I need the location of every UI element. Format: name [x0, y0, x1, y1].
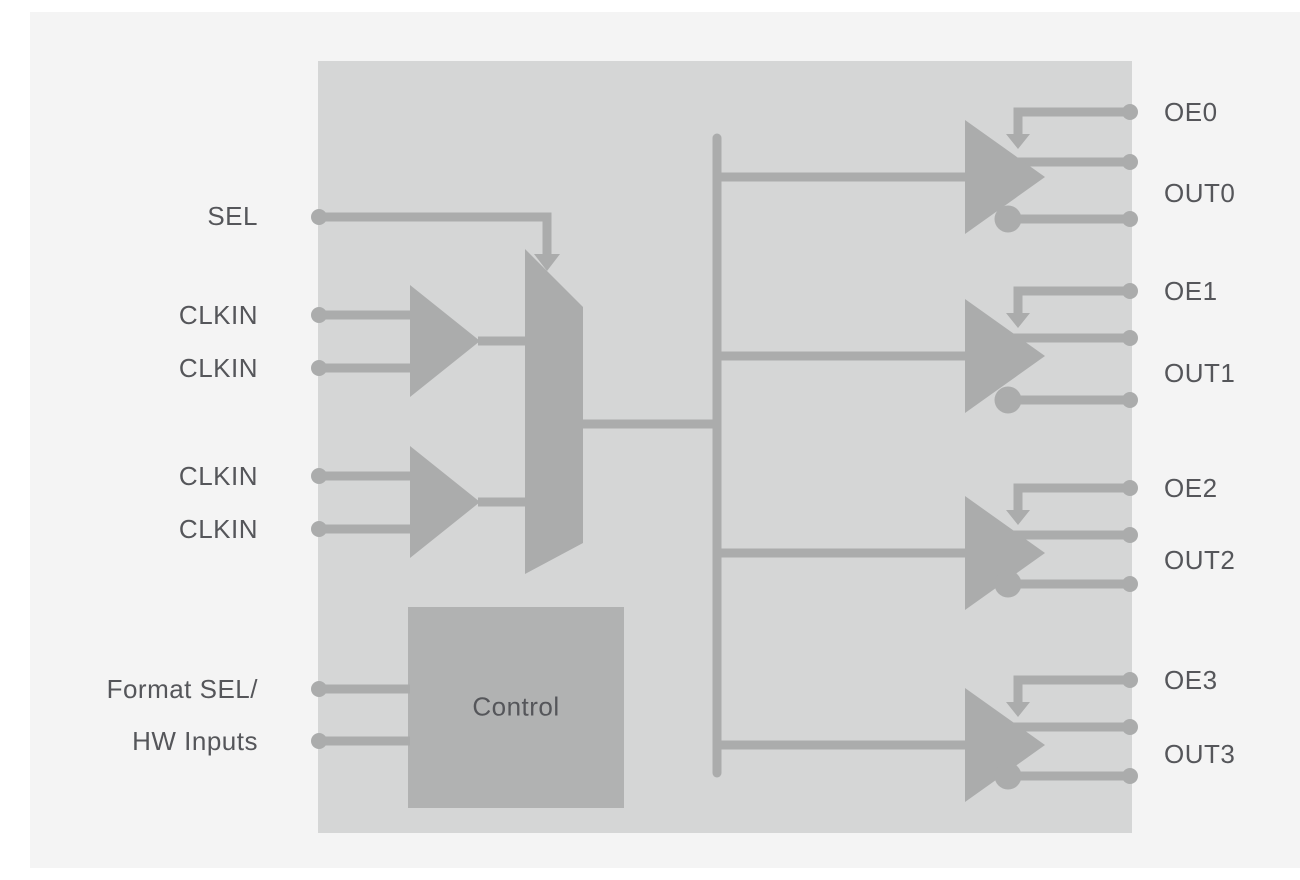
mux-block: [525, 249, 583, 574]
pin-label-out1: OUT1: [1164, 358, 1236, 388]
pin-dot: [311, 521, 327, 537]
block-diagram: [311, 61, 1138, 833]
sel-net: [311, 209, 560, 271]
pin-label-clkin-1n: CLKIN: [178, 353, 258, 383]
arrow-down-icon: [1006, 313, 1030, 328]
pin-dot: [1122, 104, 1138, 120]
pin-dot: [311, 307, 327, 323]
pin-label-sel: SEL: [207, 201, 258, 231]
arrow-down-icon: [1006, 134, 1030, 149]
pin-label-oe3: OE3: [1164, 665, 1218, 695]
output-buffer-triangle-icon: [965, 299, 1045, 413]
pin-dot: [1122, 392, 1138, 408]
control-block-label: Control: [472, 691, 560, 722]
pin-label-out3: OUT3: [1164, 739, 1236, 769]
pin-dot: [1122, 719, 1138, 735]
oe-wire: [1013, 483, 1130, 512]
output-buffer-triangle-icon: [965, 496, 1045, 610]
pin-label-format-sel: Format SEL/: [106, 674, 258, 704]
output-buffer-1: [965, 283, 1138, 414]
pin-dot: [1122, 480, 1138, 496]
output-buffer-triangle-icon: [965, 120, 1045, 234]
arrow-down-icon: [1006, 702, 1030, 717]
oe-wire: [1013, 107, 1130, 136]
pin-label-out2: OUT2: [1164, 545, 1236, 575]
sel-wire: [319, 212, 552, 254]
pin-label-clkin-2p: CLKIN: [178, 461, 258, 491]
pin-label-out0: OUT0: [1164, 178, 1236, 208]
pin-dot: [311, 209, 327, 225]
pin-dot: [311, 681, 327, 697]
control-block: [408, 607, 624, 808]
output-buffer-2: [965, 480, 1138, 610]
pin-dot: [1122, 211, 1138, 227]
output-buffer-triangle-icon: [965, 688, 1045, 802]
pin-dot: [1122, 768, 1138, 784]
pin-label-oe1: OE1: [1164, 276, 1218, 306]
pin-dot: [1122, 154, 1138, 170]
pin-label-hw-inputs: HW Inputs: [132, 726, 258, 756]
pin-dot: [1122, 283, 1138, 299]
arrow-down-icon: [534, 254, 560, 271]
control-inputs: [311, 681, 410, 749]
pin-dot: [311, 360, 327, 376]
pin-dot: [311, 733, 327, 749]
pin-dot: [1122, 576, 1138, 592]
canvas-panel: SEL CLKIN CLKIN CLKIN CLKIN Format SEL/ …: [30, 12, 1300, 868]
pin-dot: [1122, 330, 1138, 346]
pin-label-oe0: OE0: [1164, 97, 1218, 127]
oe-wire: [1013, 675, 1130, 704]
input-buffer-triangle-icon: [410, 446, 480, 558]
pin-label-clkin-1p: CLKIN: [178, 300, 258, 330]
arrow-down-icon: [1006, 510, 1030, 525]
pin-label-clkin-2n: CLKIN: [178, 514, 258, 544]
output-buffer-0: [965, 104, 1138, 234]
clkin-pair-2: [311, 446, 527, 558]
pin-label-oe2: OE2: [1164, 473, 1218, 503]
oe-wire: [1013, 286, 1130, 315]
output-buffer-3: [965, 672, 1138, 802]
clkin-pair-1: [311, 285, 527, 397]
pin-dot: [1122, 527, 1138, 543]
pin-dot: [1122, 672, 1138, 688]
pin-dot: [311, 468, 327, 484]
input-buffer-triangle-icon: [410, 285, 480, 397]
